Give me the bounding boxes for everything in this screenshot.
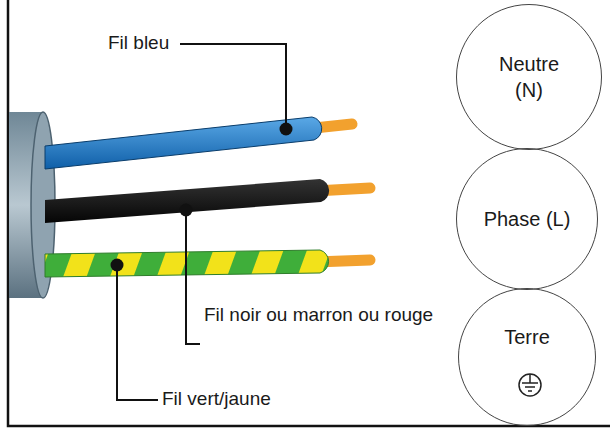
- circle-label: Phase (L): [484, 206, 571, 232]
- leader-line: [180, 44, 286, 128]
- black-wire: [45, 179, 329, 223]
- wire-role-circle: Terre: [458, 288, 596, 426]
- circle-label: Terre: [504, 324, 550, 350]
- circle-label: Neutre (N): [484, 51, 575, 103]
- blue-wire: [45, 117, 322, 169]
- wire-role-circle: Neutre (N): [456, 4, 602, 150]
- leader-line: [186, 210, 200, 344]
- leader-line: [117, 265, 158, 400]
- leader-dot: [280, 123, 293, 136]
- wire-label: Fil noir ou marron ou rouge: [202, 303, 441, 327]
- frame: [8, 0, 610, 426]
- leader-dot: [180, 204, 193, 217]
- earth-symbol: [519, 374, 541, 396]
- wire-label: Fil bleu: [106, 31, 171, 55]
- wire-role-circle: Phase (L): [456, 148, 598, 290]
- leader-dot: [111, 259, 124, 272]
- wire-label: Fil vert/jaune: [160, 387, 273, 411]
